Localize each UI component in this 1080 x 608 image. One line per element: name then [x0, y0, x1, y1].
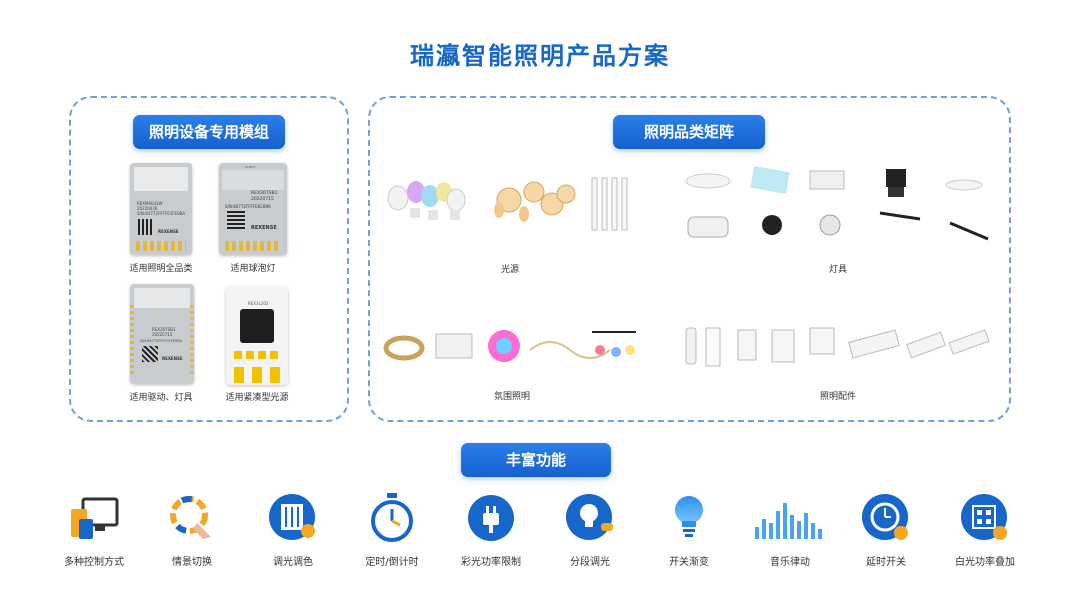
module-caption-3: 适用驱动、灯具 — [129, 393, 193, 403]
feature-label-6: 分段调光 — [570, 557, 610, 568]
module-label-line: REXM9042W — [137, 201, 163, 206]
module-card-3[interactable]: REX307SB1 20220715 S/N:84772FFFF01FE0BA … — [130, 284, 194, 384]
feature-label-7: 开关渐变 — [669, 557, 709, 568]
category-label-light-source: 光源 — [500, 265, 519, 275]
module-brand: REXENSE — [251, 225, 277, 231]
ambient-images — [380, 322, 640, 372]
gold-pins — [190, 304, 194, 374]
music-bars-icon — [755, 493, 825, 543]
qr-code-icon — [138, 219, 154, 235]
gold-pins — [130, 304, 134, 374]
gold-pads — [225, 241, 281, 251]
module-label-line: S/N:84772FFFFE6C896 — [225, 204, 271, 209]
multi-device-icon — [69, 493, 119, 543]
gold-pads — [234, 367, 280, 383]
module-brand: REXENSE — [158, 229, 179, 234]
category-label-ambient: 氛围照明 — [493, 392, 530, 402]
feature-label-1: 多种控制方式 — [64, 557, 124, 568]
feature-label-4: 定时/倒计时 — [365, 557, 419, 568]
feature-label-3: 调光调色 — [273, 557, 313, 568]
module-label-line: REX3L202 — [248, 301, 269, 306]
modules-panel — [69, 96, 349, 422]
bulb-gradient-icon — [664, 493, 714, 543]
page-title: 瑞瀛智能照明产品方案 — [410, 42, 670, 70]
module-label-line: 20220036 — [137, 206, 158, 211]
module-caption-2: 适用球泡灯 — [230, 264, 276, 274]
matrix-panel — [368, 96, 1011, 422]
delay-clock-icon — [861, 493, 911, 543]
module-label-line: 20220715 — [251, 197, 274, 202]
accessory-images — [682, 322, 992, 372]
bulb-segment-icon — [565, 493, 615, 543]
module-caption-4: 适用紧凑型光源 — [225, 393, 289, 403]
feature-label-10: 白光功率叠加 — [955, 557, 1015, 568]
module-card-4[interactable]: REX3L202 — [226, 287, 288, 385]
module-label-line: S/N:84772FFFF01FE0BA — [140, 339, 183, 343]
modules-heading: 照明设备专用模组 — [133, 115, 285, 149]
module-label-line: 20220715 — [152, 332, 173, 337]
scene-switch-icon — [167, 493, 217, 543]
luminaire-images — [682, 165, 992, 245]
category-label-accessory: 照明配件 — [819, 392, 856, 402]
feature-label-9: 延时开关 — [866, 557, 906, 568]
gold-pads — [234, 351, 280, 359]
module-brand: REXENSE — [162, 356, 183, 361]
timer-icon — [367, 493, 417, 543]
gold-pads — [136, 241, 186, 251]
qr-code-icon — [227, 211, 245, 229]
module-label-line: REX307SB1 — [251, 191, 278, 196]
feature-label-2: 情景切换 — [172, 557, 212, 568]
qr-code-icon — [142, 346, 158, 362]
power-overlay-icon — [960, 493, 1010, 543]
module-label-line: S/N:84772FFFF01FE0BA — [137, 211, 186, 216]
module-caption-1: 适用照明全品类 — [129, 264, 193, 274]
module-card-1[interactable]: REXM9042W 20220036 S/N:84772FFFF01FE0BA … — [130, 163, 192, 255]
power-plug-icon — [466, 493, 516, 543]
light-source-images — [384, 170, 644, 240]
matrix-heading: 照明品类矩阵 — [613, 115, 765, 149]
dimming-sliders-icon — [268, 493, 318, 543]
module-label-line: REX307SB1 — [152, 327, 176, 332]
module-top-mark: GUEST — [245, 165, 256, 169]
feature-label-5: 彩光功率限制 — [461, 557, 521, 568]
category-label-luminaire: 灯具 — [828, 265, 847, 275]
module-card-2[interactable]: GUEST REX307SB1 20220715 S/N:84772FFFFE6… — [219, 163, 287, 255]
feature-label-8: 音乐律动 — [770, 557, 810, 568]
chip-icon — [240, 309, 274, 343]
features-heading: 丰富功能 — [461, 443, 611, 477]
